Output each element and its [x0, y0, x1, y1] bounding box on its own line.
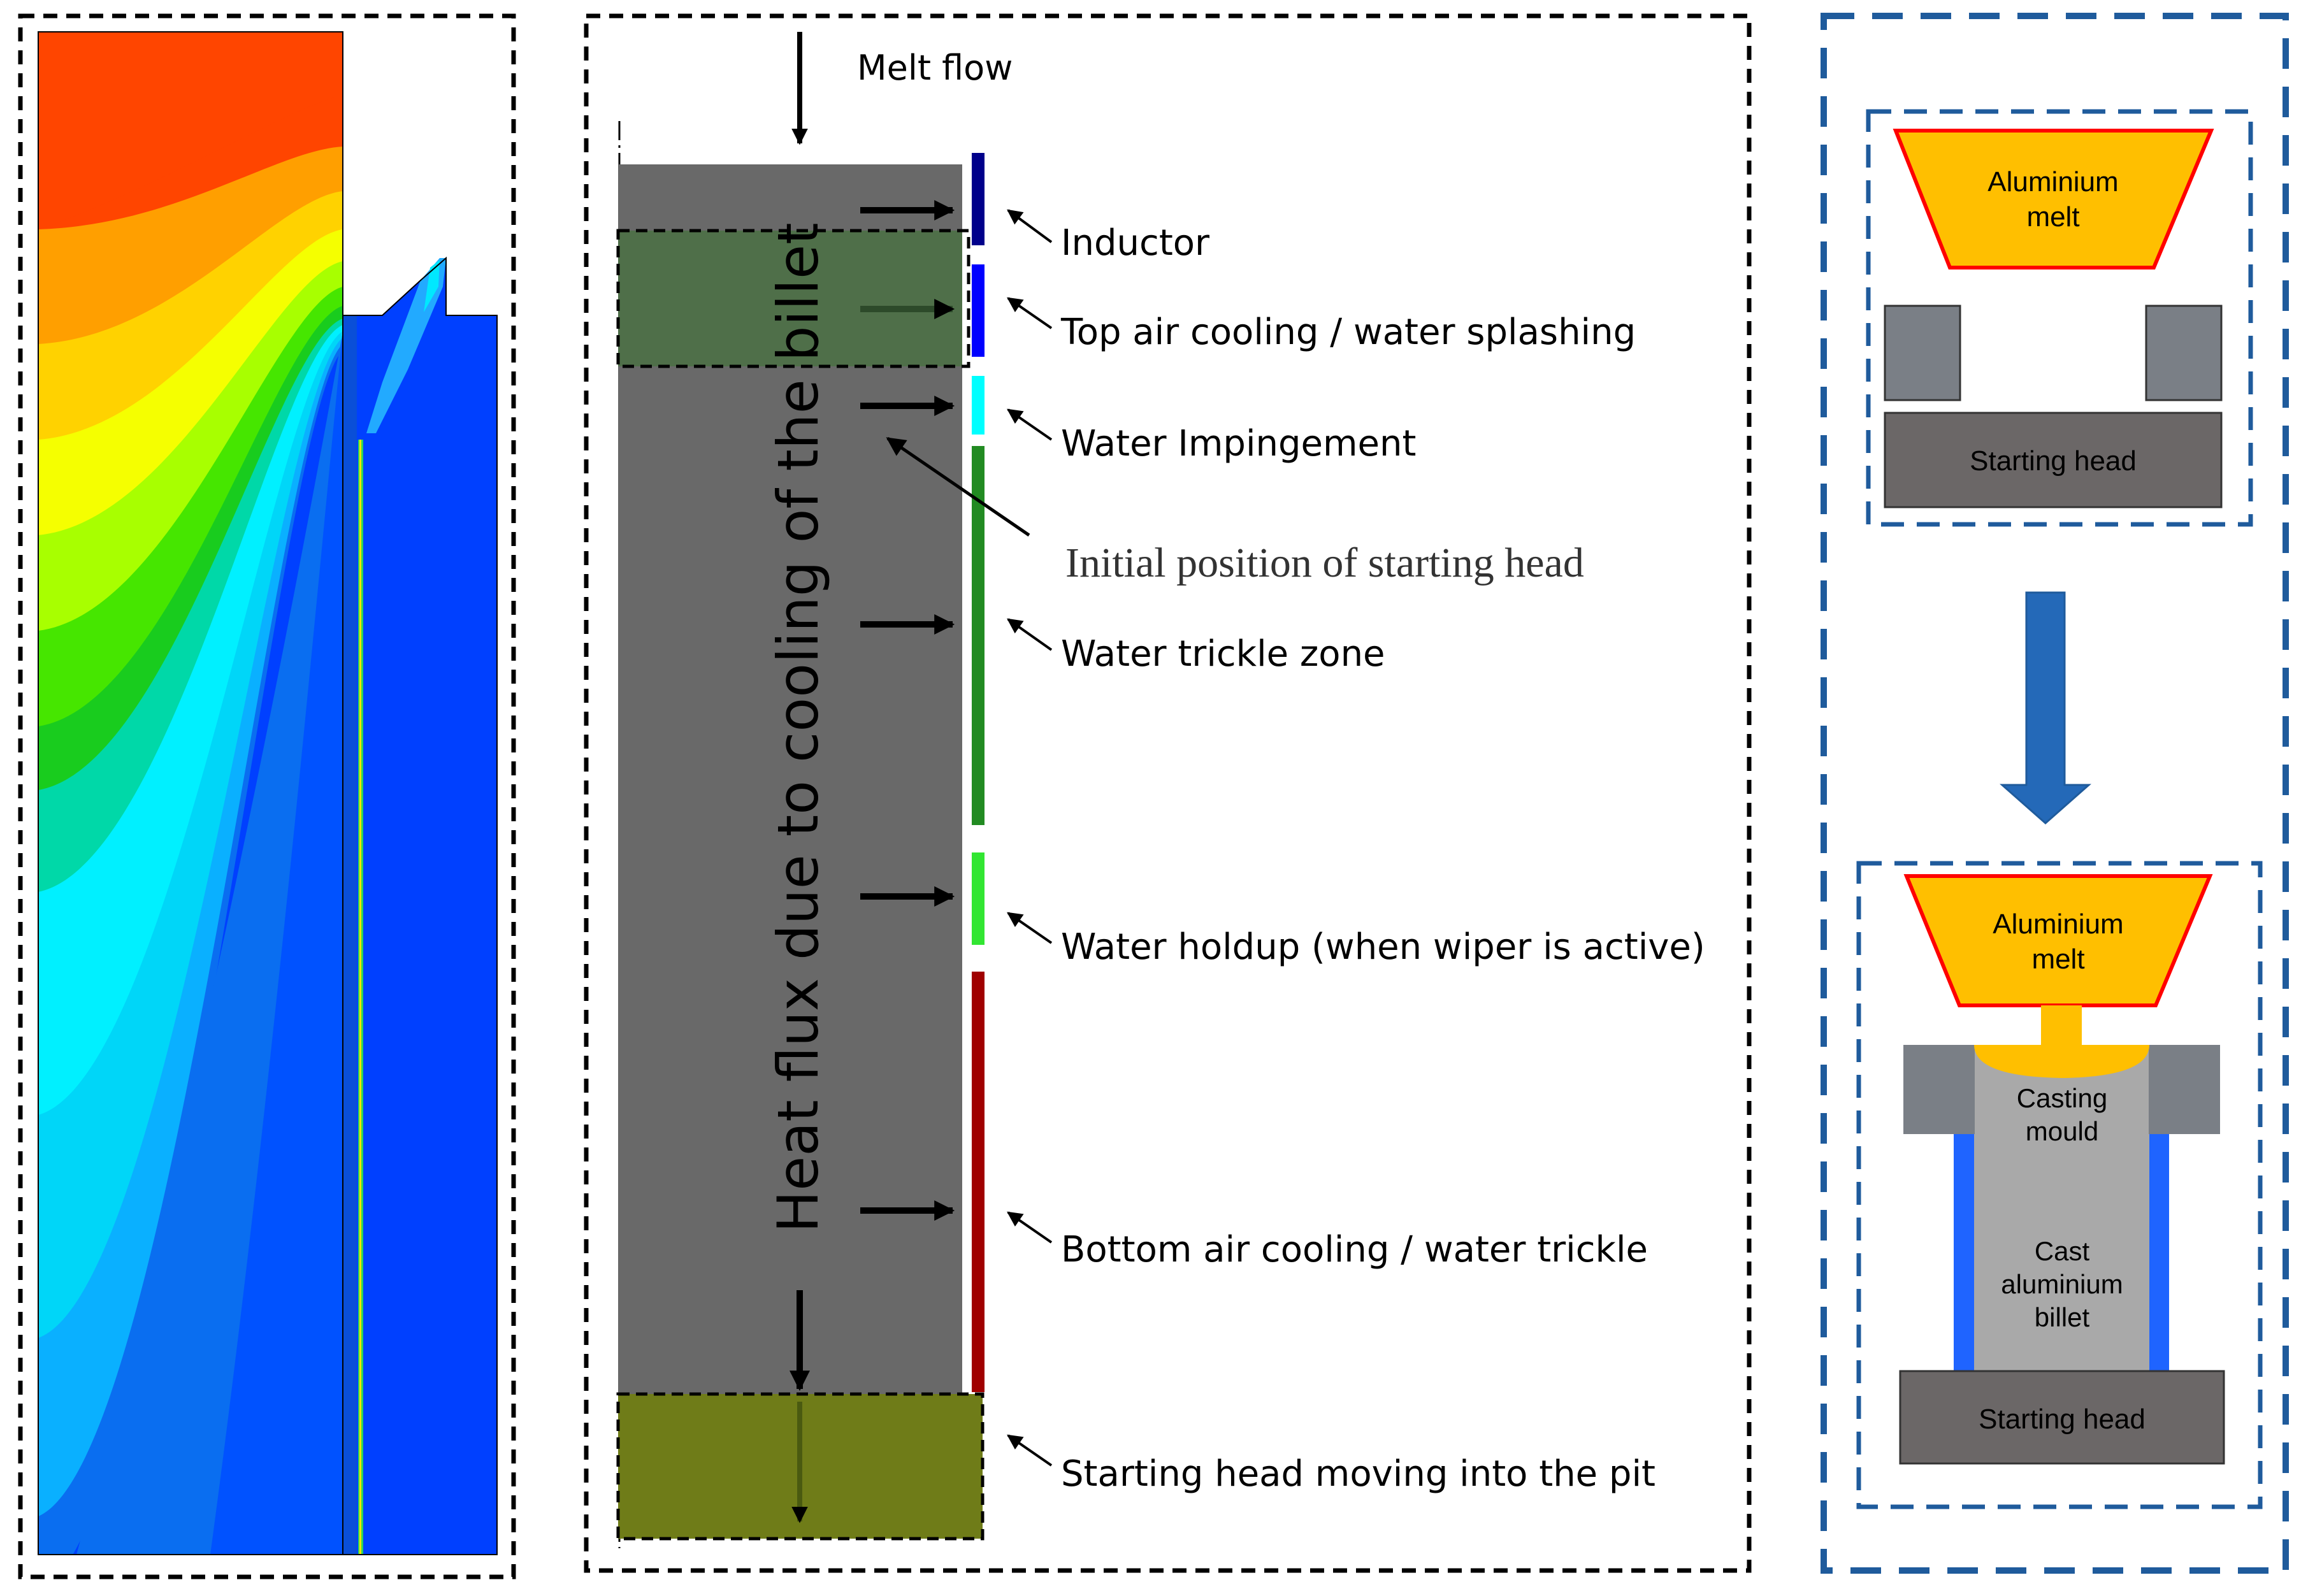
- bottom-air-cooling-bar: [972, 972, 985, 1392]
- pointer-inductor: [1007, 209, 1053, 243]
- middle-panel-border: [584, 13, 1752, 1573]
- pointer-top-air: [1007, 297, 1053, 329]
- pointer-initial-position: [886, 436, 1030, 537]
- initial-state-border: [1866, 109, 2253, 527]
- thermal-band: [210, 331, 343, 1555]
- casting-mould-right: [2149, 1045, 2220, 1134]
- thermal-contour-bands: [38, 32, 343, 1555]
- water-jacket-left: [1954, 1134, 1975, 1376]
- water-jacket-right: [2147, 1134, 2169, 1376]
- thermal-domain-outline: [38, 31, 343, 1555]
- cast-billet-label-3: billet: [2035, 1302, 2090, 1332]
- transition-arrow: [2000, 591, 2091, 825]
- label-bottom-air-cooling: Bottom air cooling / water trickle: [1061, 1229, 1648, 1270]
- thermal-field-panel: [18, 13, 516, 1579]
- heat-flux-vertical-label: Heat flux due to cooling of the billet: [765, 222, 831, 1233]
- inductor-bar: [972, 153, 985, 245]
- pointer-trickle: [1007, 618, 1053, 651]
- cast-billet: [1974, 1045, 2149, 1376]
- mould-tip-hot: [424, 260, 440, 312]
- bottom-melt-crucible: [1903, 874, 2213, 1007]
- label-water-trickle: Water trickle zone: [1061, 633, 1385, 675]
- mould-gap-strip: [343, 315, 357, 1555]
- top-starting-head: [1884, 412, 2223, 508]
- top-starting-head-label: Starting head: [1970, 445, 2137, 477]
- casting-schematic-panel: Aluminium melt Starting head Aluminium m…: [1821, 13, 2289, 1574]
- top-mould-left: [1884, 305, 1961, 401]
- billet-body: [618, 164, 962, 1394]
- pointer-bottom-air: [1007, 1211, 1053, 1244]
- top-melt-label-1: Aluminium: [1987, 166, 2118, 198]
- casting-state: Aluminium melt Casting mould Cast alumin…: [1856, 861, 2263, 1509]
- starting-head-region-outline: [616, 1392, 985, 1541]
- top-green-zone: [618, 231, 962, 366]
- label-water-holdup: Water holdup (when wiper is active): [1061, 926, 1705, 968]
- label-inductor: Inductor: [1061, 222, 1210, 264]
- thermal-band: [38, 32, 343, 229]
- melt-pool: [1974, 1045, 2149, 1078]
- top-melt-label-2: melt: [2026, 201, 2079, 233]
- solidified-shell-core: [359, 440, 361, 1555]
- casting-mould-label-1: Casting: [2017, 1083, 2107, 1113]
- initial-state: Aluminium melt Starting head: [1866, 109, 2253, 527]
- right-panel-border: [1821, 13, 2289, 1574]
- water-holdup-bar: [972, 852, 985, 945]
- water-impingement-bar: [972, 376, 985, 435]
- thermal-panel-border: [18, 13, 516, 1579]
- cooling-zones-panel: Melt flow Heat flux due to cooling of th…: [584, 13, 1752, 1573]
- casting-mould-left: [1903, 1045, 1975, 1134]
- top-air-cooling-bar: [972, 264, 985, 357]
- cast-billet-label-2: aluminium: [2001, 1269, 2123, 1299]
- melt-spout: [2041, 1005, 2082, 1047]
- bottom-melt-label-1: Aluminium: [1993, 909, 2123, 940]
- label-initial-position: Initial position of starting head: [1065, 540, 1584, 586]
- label-top-air-cooling: Top air cooling / water splashing: [1060, 312, 1636, 353]
- label-water-impingement: Water Impingement: [1061, 423, 1416, 464]
- top-green-zone-outline: [616, 229, 970, 368]
- bottom-melt-label-2: melt: [2031, 944, 2084, 975]
- bottom-starting-head-label: Starting head: [1979, 1404, 2146, 1435]
- label-starting-head-pit: Starting head moving into the pit: [1061, 1453, 1655, 1495]
- cast-billet-label-1: Cast: [2035, 1236, 2090, 1266]
- pointer-starting-head: [1007, 1434, 1053, 1467]
- water-trickle-bar: [972, 446, 985, 825]
- mould-outline: [343, 256, 498, 1555]
- pointer-impingement: [1007, 408, 1053, 441]
- top-melt-crucible: [1893, 129, 2214, 270]
- mould-region: [357, 258, 497, 1555]
- melt-flow-label: Melt flow: [857, 48, 1013, 88]
- casting-mould-label-2: mould: [2026, 1116, 2098, 1146]
- pointer-holdup: [1007, 912, 1053, 944]
- top-mould-right: [2145, 305, 2223, 401]
- bottom-starting-head: [1899, 1370, 2225, 1465]
- casting-state-border: [1856, 861, 2263, 1509]
